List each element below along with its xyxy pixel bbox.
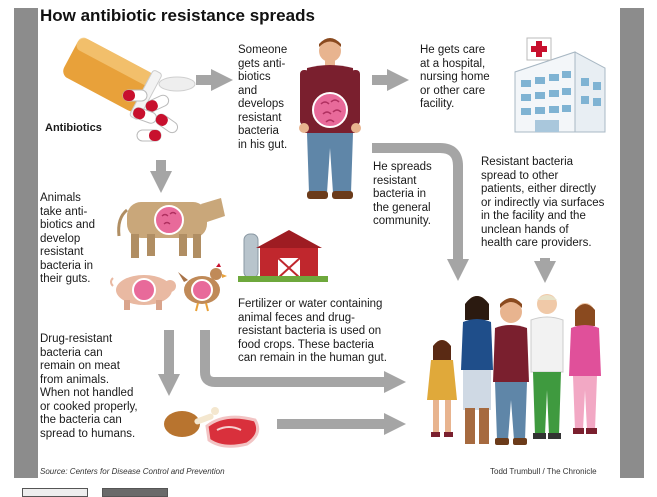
care-text: He gets care at a hospital, nursing home… [420,44,490,110]
fertilizer-text: Fertilizer or water containing animal fe… [238,298,387,364]
person-woman-pink [569,303,601,434]
person-girl [427,340,457,437]
right-margin-bar [620,8,644,478]
man-illustration [299,38,361,199]
person-older-man [530,294,564,439]
steak-illustration [205,415,260,448]
spreads-text: He spreads resistant bacteria in the gen… [373,161,432,227]
arrow-community-to-people [372,143,470,282]
source-credit: Source: Centers for Disease Control and … [40,467,225,476]
arrow-farm-to-people [200,330,407,394]
infographic-title: How antibiotic resistance spreads [40,6,315,25]
pig-illustration [110,275,176,310]
people-group-illustration [427,294,601,445]
farm-illustration [238,230,328,282]
person-woman-blue [461,296,493,444]
antibiotics-label: Antibiotics [45,122,102,134]
patients-text: Resistant bacteria spread to other patie… [481,156,605,249]
drumstick-illustration [164,407,219,437]
meat-text: Drug-resistant bacteria can remain on me… [40,333,138,440]
cow-illustration [117,198,225,258]
chicken-illustration [178,263,227,312]
left-margin-bar [14,8,38,478]
someone-text: Someone gets anti- biotics and develops … [238,44,288,151]
hospital-illustration [514,37,606,133]
person-man-center [493,298,529,445]
thumbnail-left[interactable] [22,488,88,497]
pills-illustration [63,37,196,142]
artist-credit: Todd Trumbull / The Chronicle [490,467,597,476]
thumbnail-right[interactable] [102,488,168,497]
animals-text: Animals take anti- biotics and develop r… [40,192,95,285]
